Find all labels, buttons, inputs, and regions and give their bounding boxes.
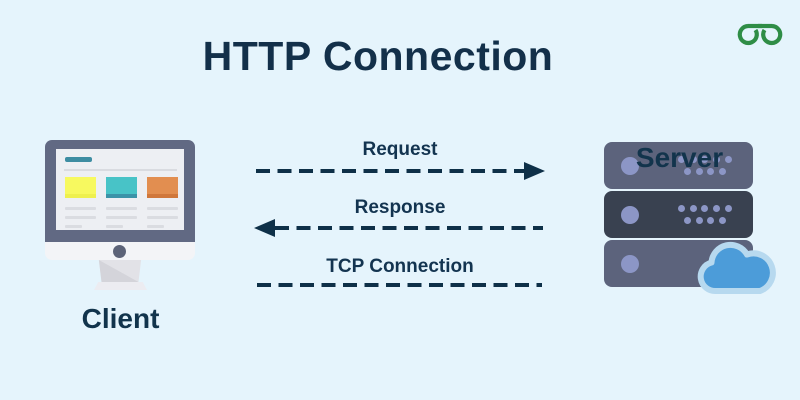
drive-bay-circle [621, 156, 639, 175]
flow-arrows [254, 162, 545, 287]
server-label: Server [635, 142, 724, 173]
screen-logo-bar [65, 157, 92, 162]
page-title: HTTP Connection [202, 33, 554, 79]
orange-card [147, 177, 178, 198]
monitor-chin [45, 242, 195, 260]
server-unit-top [604, 142, 753, 189]
request-arrowhead-icon [524, 162, 545, 180]
teal-card [106, 177, 137, 198]
tcp-connection-label: TCP Connection [326, 256, 474, 277]
monitor-frame [45, 140, 195, 242]
screen-cards-row [65, 177, 178, 228]
screen-card-column [106, 177, 137, 228]
drive-bay-circle [621, 254, 639, 273]
server-led-dots [678, 156, 732, 175]
response-arrowhead-icon [254, 219, 275, 237]
yellow-card [65, 177, 96, 198]
monitor-stand-base [94, 282, 147, 290]
server-unit-middle [604, 191, 753, 238]
response-label: Response [354, 197, 446, 218]
screen-card-column [65, 177, 96, 228]
screen-card-column [147, 177, 178, 228]
monitor-screen [56, 149, 184, 230]
geeksforgeeks-logo-icon [736, 19, 784, 47]
server-led-dots [678, 205, 732, 224]
request-label: Request [362, 139, 438, 160]
cloud-icon [694, 240, 780, 299]
drive-bay-circle [621, 205, 639, 224]
screen-divider-line [64, 169, 177, 171]
client-label: Client [81, 303, 160, 334]
webcam-dot [113, 244, 126, 258]
